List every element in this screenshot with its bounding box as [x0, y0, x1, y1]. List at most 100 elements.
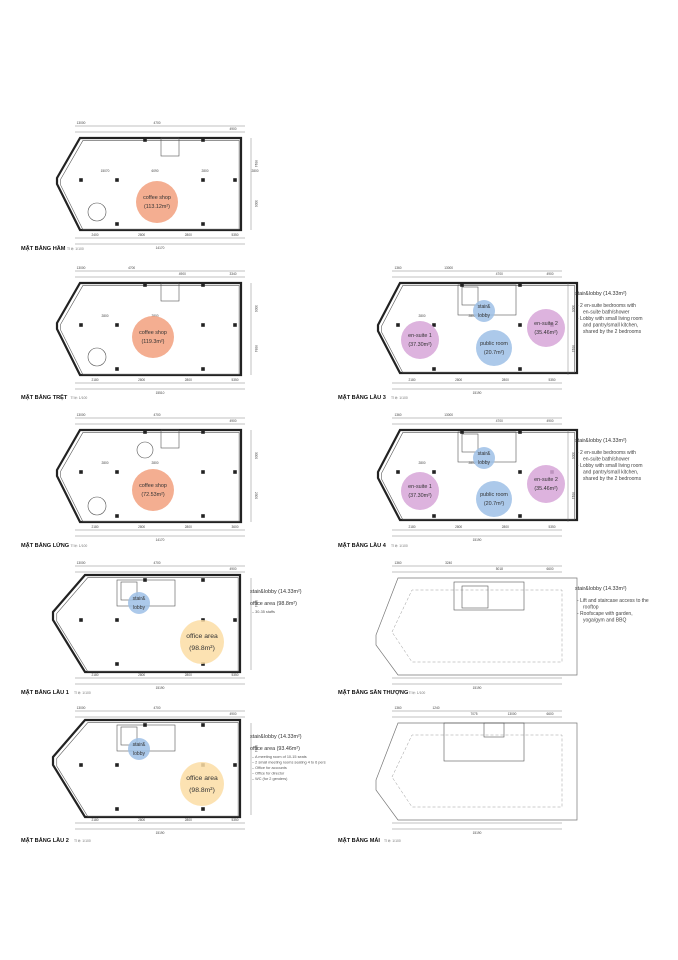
roof-dashed-line — [391, 734, 563, 808]
top-dimension-label: 4700 — [496, 272, 503, 276]
plan-scale: Tỉ lệ: 1/100 — [71, 396, 88, 400]
plan-scale: Tỉ lệ: 1/100 — [384, 839, 401, 843]
outer-wall — [55, 281, 243, 377]
notes-item: - Lift and staircase access to the — [577, 598, 649, 604]
notes-item: - Lobby with small living room — [577, 316, 643, 322]
mid-dimension-label: 2800 — [251, 169, 258, 173]
side-dimension-label: 2300 — [254, 492, 258, 499]
column — [143, 138, 147, 142]
column — [396, 470, 400, 474]
bottom-dimension-label: 15190 — [473, 391, 482, 395]
notes-heading: stair&lobby (14.33m²) — [575, 586, 627, 592]
bubble-label: stair& — [133, 596, 146, 602]
column — [518, 514, 522, 518]
side-dimension-label: 9914 — [254, 745, 258, 752]
bottom-dimension-label: 5350 — [548, 378, 555, 382]
column — [143, 723, 147, 727]
inner-wall — [381, 285, 575, 374]
top-dimension-label: 4900 — [229, 712, 236, 716]
bottom-dimension-label: 2800 — [185, 525, 192, 529]
top-dimension-label: 13000 — [77, 561, 86, 565]
column — [233, 323, 237, 327]
side-dimension-label: 3000 — [571, 305, 575, 312]
mid-dimension-label: 2800 — [201, 169, 208, 173]
bottom-dimension-label: 2180 — [408, 378, 415, 382]
bubble-area: (113.12m²) — [144, 204, 170, 210]
notes-heading: stair&lobby (14.33m²) — [250, 734, 302, 740]
bottom-dimension-label: 14170 — [156, 538, 165, 542]
top-dimension-label: 6600 — [546, 712, 553, 716]
column — [115, 470, 119, 474]
notes-item: shared by the 2 bedrooms — [583, 329, 642, 335]
mid-dimension-label: 15070 — [101, 169, 110, 173]
notes-item: en-suite bath/shower — [583, 310, 630, 316]
notes-subheading: office area (98.8m²) — [250, 601, 297, 607]
column — [201, 323, 205, 327]
side-dimension-label: 3000 — [571, 452, 575, 459]
plan-title: MẶT BẰNG MÁI — [338, 836, 380, 844]
mid-dimension-label: 2800 — [418, 314, 425, 318]
notes-item: – Office for accounts — [252, 766, 287, 770]
notes-subheading: office area (93.46m²) — [250, 746, 300, 752]
program-bubble — [476, 481, 512, 517]
column — [115, 514, 119, 518]
bottom-dimension-label: 2400 — [91, 233, 98, 237]
program-bubble — [527, 309, 565, 347]
notes-item: - 2 en-suite bedrooms with — [577, 303, 636, 309]
bottom-dimension-label: 5350 — [231, 233, 238, 237]
plan-title: MẶT BẰNG LỬNG — [21, 541, 69, 549]
top-dimension-label: 4900 — [229, 567, 236, 571]
column — [143, 578, 147, 582]
inner-wall — [56, 577, 239, 672]
program-bubble — [401, 472, 439, 510]
mid-dimension-label: 2800 — [151, 461, 158, 465]
bubble-area: (20.7m²) — [484, 501, 505, 507]
bottom-dimension-label: 2800 — [138, 818, 145, 822]
column — [201, 723, 205, 727]
notes-item: shared by the 2 bedrooms — [583, 476, 642, 482]
column — [201, 178, 205, 182]
top-dimension-label: 13000 — [77, 413, 86, 417]
outer-wall — [55, 136, 243, 232]
plan-scale: Tỉ lệ: 1/100 — [409, 691, 426, 695]
inner-wall — [60, 140, 240, 230]
top-dimension-label: 13000 — [508, 712, 517, 716]
outer-wall — [55, 428, 243, 524]
bottom-dimension-label: 15510 — [156, 391, 165, 395]
bottom-dimension-label: 2800 — [138, 378, 145, 382]
top-dimension-label: 13000 — [77, 706, 86, 710]
notes-item: – 30-35 staffs — [252, 610, 275, 614]
column — [201, 470, 205, 474]
bubble-label: en-suite 2 — [534, 477, 558, 483]
bubble-area: lobby — [478, 313, 490, 319]
bubble-label: stair& — [478, 304, 491, 310]
inner-wall — [56, 722, 239, 817]
lift-box — [483, 722, 505, 738]
notes-item: – Office for director — [252, 772, 285, 776]
bottom-dimension-label: 2800 — [185, 233, 192, 237]
bubble-area: (98.8m²) — [189, 787, 215, 794]
bottom-dimension-label: 2180 — [91, 378, 98, 382]
mid-dimension-label: 2800 — [101, 461, 108, 465]
notes-heading: stair&lobby (14.33m²) — [575, 291, 627, 297]
column — [460, 283, 464, 287]
plan-scale: Tỉ lệ: 1/100 — [67, 247, 84, 251]
plan-title: MẶT BẰNG SÂN THƯỢNG — [338, 688, 408, 696]
bottom-dimension-label: 15190 — [156, 831, 165, 835]
notes-item: – A meeting room of 10-15 seats — [252, 755, 307, 759]
bottom-dimension-label: 15190 — [473, 686, 482, 690]
top-dimension-label: 13000 — [77, 121, 86, 125]
top-dimension-label: 4900 — [179, 272, 186, 276]
top-dimension-label: 13000 — [444, 266, 453, 270]
program-bubble — [527, 465, 565, 503]
stair-core — [453, 581, 525, 611]
notes-item: - 2 en-suite bedrooms with — [577, 450, 636, 456]
bottom-dimension-label: 15190 — [156, 686, 165, 690]
top-dimension-label: 4900 — [229, 127, 236, 131]
side-dimension-label: 3000 — [254, 305, 258, 312]
inner-wall — [381, 432, 575, 521]
bottom-dimension-label: 14170 — [156, 246, 165, 250]
plan-title: MẶT BẰNG LẦU 3 — [338, 393, 386, 401]
